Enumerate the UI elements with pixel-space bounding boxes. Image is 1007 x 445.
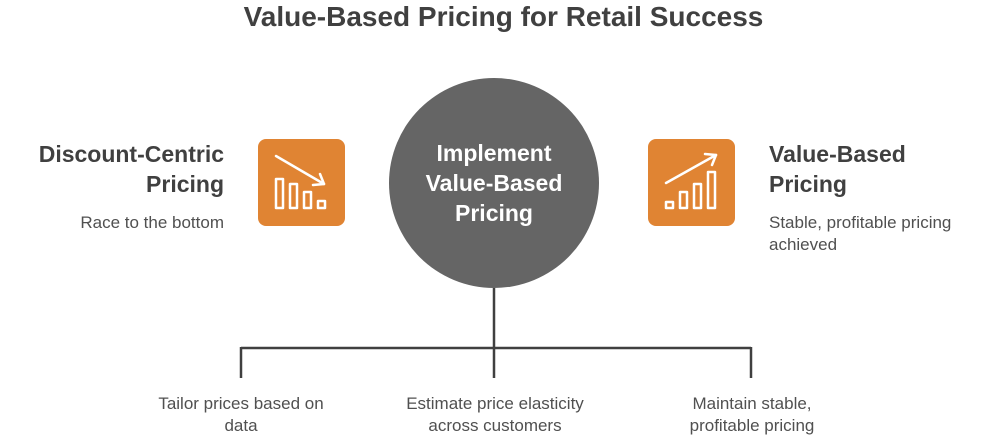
right-option-description: Stable, profitable pricing achieved: [769, 212, 989, 256]
right-desc-line: achieved: [769, 235, 838, 254]
center-label: Implement Value-Based Pricing: [409, 138, 579, 228]
branch-label-line: Maintain stable,: [692, 394, 812, 413]
right-desc-line: Stable, profitable pricing: [769, 213, 952, 232]
branch-label-estimate-elasticity: Estimate price elasticity across custome…: [380, 393, 610, 437]
diagram-title: Value-Based Pricing for Retail Success: [243, 1, 764, 32]
branch-label-line: data: [224, 416, 258, 435]
left-title-line: Discount-Centric: [38, 141, 224, 167]
branch-label-line: profitable pricing: [689, 416, 815, 435]
rising-bar-chart-icon: [648, 139, 735, 226]
branch-label-tailor-prices: Tailor prices based on data: [126, 393, 356, 437]
branch-label-line: Tailor prices based on: [158, 394, 324, 413]
branch-label-maintain-pricing: Maintain stable, profitable pricing: [637, 393, 867, 437]
branch-label-line: across customers: [428, 416, 562, 435]
center-node: Implement Value-Based Pricing: [389, 78, 599, 288]
left-option-description: Race to the bottom: [80, 213, 224, 232]
right-title-line: Pricing: [769, 171, 847, 197]
declining-bar-chart-icon: [258, 139, 345, 226]
left-title-line: Pricing: [146, 171, 224, 197]
center-label-line: Value-Based: [425, 170, 563, 196]
branch-label-line: Estimate price elasticity: [406, 394, 584, 413]
left-option-title: Discount-Centric Pricing: [4, 139, 224, 199]
center-label-line: Implement: [436, 140, 552, 166]
center-label-line: Pricing: [455, 200, 533, 226]
right-title-line: Value-Based: [769, 141, 906, 167]
right-option-title: Value-Based Pricing: [769, 139, 989, 199]
